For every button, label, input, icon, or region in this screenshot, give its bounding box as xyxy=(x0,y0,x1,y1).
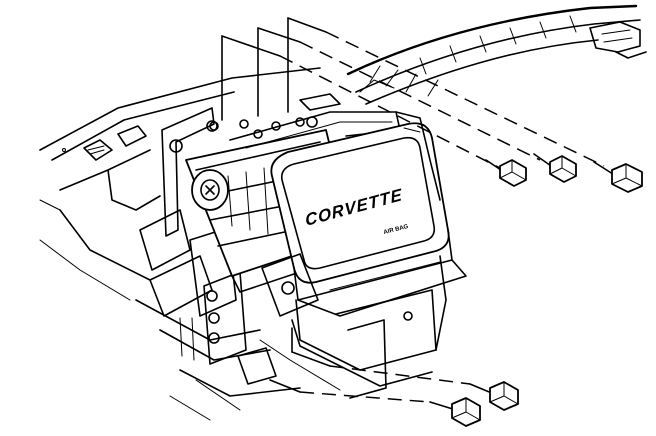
airbag-cover: CORVETTE AIR BAG xyxy=(270,122,467,317)
lower-support-bracket xyxy=(237,253,437,399)
upper-bolt-3 xyxy=(593,161,643,193)
lower-bolt-2 xyxy=(429,397,481,427)
right-side-panel xyxy=(395,111,447,351)
lower-alignment-leaders xyxy=(269,327,471,403)
upper-bolt-1 xyxy=(485,159,527,187)
upper-bolt-2 xyxy=(533,153,577,183)
upper-mount-studs xyxy=(209,65,439,131)
lower-bolt-1 xyxy=(469,381,519,411)
upper-alignment-leaders xyxy=(221,17,605,169)
windshield-frame xyxy=(346,4,647,105)
